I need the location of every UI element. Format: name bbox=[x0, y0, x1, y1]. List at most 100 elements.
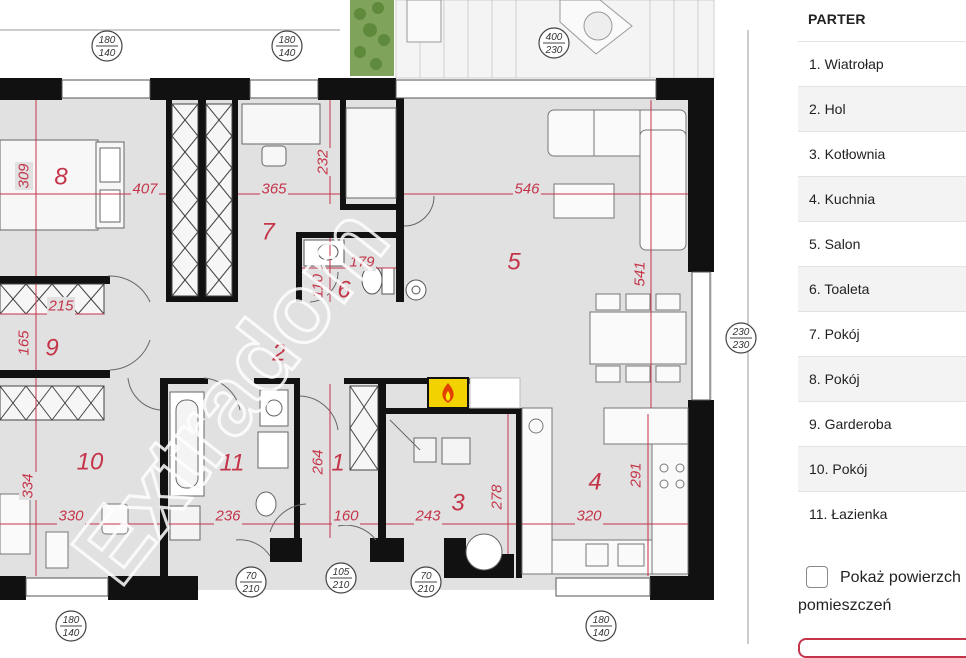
dimension-label: 232 bbox=[315, 149, 332, 176]
opening-height: 210 bbox=[332, 580, 350, 591]
room-list-item: 3. Kotłownia bbox=[798, 131, 966, 176]
dimension-label-bg bbox=[348, 253, 376, 271]
room-list-item: 8. Pokój bbox=[798, 356, 966, 401]
show-area-checkbox[interactable] bbox=[806, 566, 828, 588]
dimension-label-bg bbox=[513, 180, 541, 198]
room-number: 9 bbox=[45, 335, 58, 362]
dimension-label: 264 bbox=[310, 449, 327, 475]
opening-height: 140 bbox=[63, 628, 80, 639]
dimension-label: 309 bbox=[16, 163, 33, 189]
opening-width: 230 bbox=[732, 327, 750, 338]
dimension-label: 179 bbox=[349, 254, 375, 271]
room-number: 3 bbox=[451, 490, 465, 517]
dimension-label-bg bbox=[488, 483, 506, 511]
opening-width: 70 bbox=[245, 571, 257, 582]
bathroom-fixtures bbox=[169, 389, 289, 541]
opening-width: 180 bbox=[99, 35, 116, 46]
room-list-item: 1. Wiatrołap bbox=[798, 41, 966, 86]
dimension-label: 278 bbox=[489, 484, 506, 511]
dimension-label: 110 bbox=[310, 273, 327, 298]
opening-height: 140 bbox=[593, 628, 610, 639]
dining-table bbox=[589, 293, 687, 383]
room-number: 8 bbox=[54, 164, 68, 191]
opening-width: 70 bbox=[420, 571, 432, 582]
dimension-label-bg bbox=[631, 260, 649, 288]
dimension-label-bg bbox=[260, 180, 288, 198]
dimension-label-bg bbox=[332, 507, 360, 525]
dimension-label-bg bbox=[309, 448, 327, 476]
door-swings bbox=[107, 195, 435, 557]
opening-height: 230 bbox=[545, 45, 563, 56]
opening-height: 140 bbox=[99, 48, 116, 59]
room-list-heading: PARTER bbox=[808, 11, 866, 27]
room-list-item: 6. Toaleta bbox=[798, 266, 966, 311]
opening-width: 180 bbox=[279, 35, 296, 46]
floor-plan-drawing: 3094073652325461791105412151652643342912… bbox=[0, 0, 757, 644]
dimension-label: 215 bbox=[47, 298, 74, 315]
dimension-label: 165 bbox=[16, 330, 33, 356]
dimension-label: 330 bbox=[58, 508, 84, 525]
opening-width: 180 bbox=[593, 615, 610, 626]
room-number: 2 bbox=[271, 340, 285, 367]
dimension-label-bg bbox=[47, 297, 75, 315]
room-number: 10 bbox=[77, 449, 104, 476]
dimension-label-bg bbox=[309, 272, 327, 300]
opening-width: 180 bbox=[63, 615, 80, 626]
dimension-label-bg bbox=[15, 162, 33, 190]
dimension-label-bg bbox=[214, 507, 242, 525]
terrace bbox=[395, 0, 715, 79]
show-area-label-line2[interactable]: pomieszczeń bbox=[798, 597, 892, 614]
dimension-lines bbox=[0, 100, 688, 576]
show-area-label[interactable]: Pokaż powierzch bbox=[840, 569, 961, 586]
dimension-label: 546 bbox=[514, 181, 540, 198]
room-list-item: 7. Pokój bbox=[798, 311, 966, 356]
fireplace-icon bbox=[427, 377, 469, 409]
opening-height: 210 bbox=[417, 584, 435, 595]
opening-height: 140 bbox=[279, 48, 296, 59]
boiler bbox=[413, 377, 521, 571]
dimension-label-bg bbox=[314, 148, 332, 176]
dimension-label: 236 bbox=[214, 508, 241, 525]
room-list-item: 2. Hol bbox=[798, 86, 966, 131]
room-list-item: 4. Kuchnia bbox=[798, 176, 966, 221]
terrace-furniture bbox=[406, 0, 633, 55]
dimension-label: 365 bbox=[261, 181, 287, 198]
room-number: 5 bbox=[507, 249, 521, 276]
dimension-label: 334 bbox=[20, 473, 37, 498]
dimension-label-bg bbox=[15, 329, 33, 357]
dimension-label: 407 bbox=[132, 181, 158, 198]
room-list-item: 9. Garderoba bbox=[798, 401, 966, 446]
dimension-label-bg bbox=[627, 461, 645, 489]
room-number: 11 bbox=[220, 450, 245, 477]
desk bbox=[241, 103, 397, 199]
kitchen-counter bbox=[521, 407, 689, 575]
dimension-label-bg bbox=[19, 472, 37, 500]
opening-height: 230 bbox=[732, 340, 750, 351]
action-button[interactable] bbox=[798, 638, 966, 658]
dimension-label-bg bbox=[575, 507, 603, 525]
dimension-label: 291 bbox=[628, 462, 645, 488]
dimension-label: 243 bbox=[414, 508, 441, 525]
opening-width: 105 bbox=[333, 567, 350, 578]
opening-badges: 1801401801404002302302307021010521070210… bbox=[55, 27, 757, 642]
room-list-item: 5. Salon bbox=[798, 221, 966, 266]
dimension-label-bg bbox=[57, 507, 85, 525]
dimension-label: 541 bbox=[632, 261, 649, 286]
room-number: 7 bbox=[261, 219, 276, 246]
room-number: 4 bbox=[588, 469, 601, 496]
dimension-label-bg bbox=[131, 180, 159, 198]
room-number: 6 bbox=[337, 277, 351, 304]
